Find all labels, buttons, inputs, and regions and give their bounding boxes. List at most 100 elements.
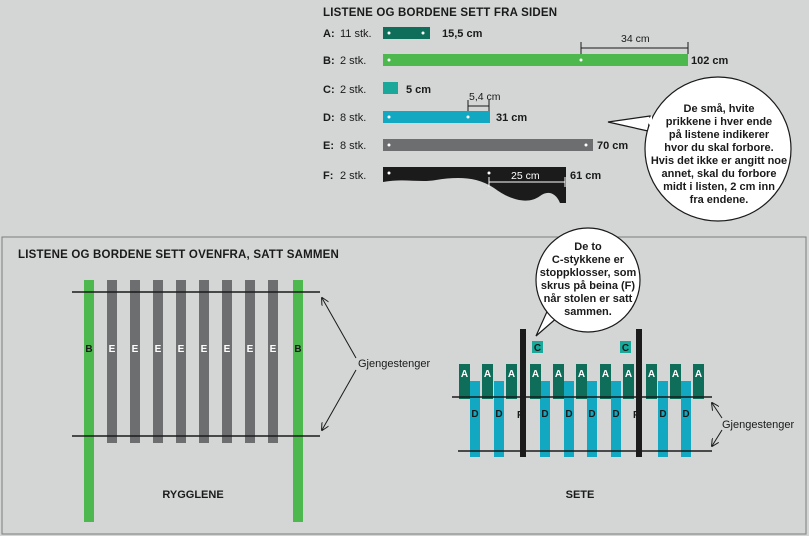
bubble-text-line: hvor du skal forbore.	[664, 142, 773, 154]
seat-d-letter: D	[612, 409, 619, 420]
side-view-title: LISTENE OG BORDENE SETT FRA SIDEN	[323, 7, 557, 19]
seat-a-strip	[576, 364, 587, 399]
part-e-length: 70 cm	[597, 140, 628, 152]
seat-d-strip	[494, 381, 504, 457]
strip-letter: E	[224, 344, 231, 355]
seat-a-strip	[646, 364, 657, 399]
backrest-e-strip	[268, 280, 278, 443]
bubble-text-line: De to	[574, 241, 602, 253]
backrest-assembly: B E E E E E E E E B Gjengestenger RYGGLE…	[72, 280, 430, 522]
part-d-letter: D:	[323, 112, 335, 124]
seat-a-letter: A	[508, 369, 515, 380]
seat-a-letter: A	[625, 369, 632, 380]
bubble-text-line: De små, hvite	[684, 103, 755, 115]
backrest-b-strip	[84, 280, 94, 522]
part-e-strip	[383, 139, 593, 151]
dimension-34cm: 34 cm	[580, 33, 689, 54]
seat-a-letter: A	[648, 369, 655, 380]
seat-d-letter: D	[495, 409, 502, 420]
part-e-quantity: 8 stk.	[340, 140, 366, 152]
bubble-text-line: prikkene i hver ende	[666, 116, 772, 128]
part-row-a: A: 11 stk. 15,5 cm	[323, 27, 483, 40]
drill-hole-dot	[584, 143, 588, 147]
backrest-caption: RYGGLENE	[162, 489, 223, 501]
side-view-section: LISTENE OG BORDENE SETT FRA SIDEN A: 11 …	[323, 7, 792, 222]
pointer-arrow	[322, 369, 357, 430]
seat-a-letter: A	[461, 369, 468, 380]
strip-letter: E	[132, 344, 139, 355]
seat-a-strip	[530, 364, 541, 399]
backrest-e-strip	[176, 280, 186, 443]
seat-f-letter: F	[633, 410, 639, 421]
strip-letter: E	[201, 344, 208, 355]
seat-f-leg	[520, 329, 526, 457]
bubble-text-line: når stolen er satt	[544, 293, 633, 305]
part-c-block	[383, 82, 398, 94]
part-a-length: 15,5 cm	[442, 28, 483, 40]
part-row-d: D: 8 stk. 5,4 cm 31 cm	[323, 91, 527, 124]
seat-a-strip	[600, 364, 611, 399]
threaded-rod-label: Gjengestenger	[358, 358, 430, 370]
dimension-25cm: 25 cm	[488, 170, 566, 187]
top-view-section: LISTENE OG BORDENE SETT OVENFRA, SATT SA…	[1, 227, 807, 535]
dimension-label: 25 cm	[511, 170, 540, 182]
backrest-e-strip	[130, 280, 140, 443]
strip-letter: E	[247, 344, 254, 355]
seat-c-letter: C	[622, 343, 629, 354]
seat-d-letter: D	[682, 409, 689, 420]
part-b-strip	[383, 54, 688, 66]
part-row-e: E: 8 stk. 70 cm	[323, 139, 628, 152]
seat-c-block	[620, 341, 631, 353]
seat-a-letter: A	[602, 369, 609, 380]
part-f-length: 61 cm	[570, 170, 601, 182]
backrest-e-strip	[153, 280, 163, 443]
bubble-text-line: på listene indikerer	[669, 129, 770, 141]
strip-letter: E	[155, 344, 162, 355]
bubble-text-line: fra endene.	[690, 194, 749, 206]
bubble-text-line: sammen.	[564, 306, 612, 318]
drill-hole-dot	[421, 31, 425, 35]
part-c-letter: C:	[323, 84, 335, 96]
seat-a-letter: A	[484, 369, 491, 380]
seat-a-strip	[482, 364, 493, 399]
seat-d-strip	[658, 381, 668, 457]
bubble-text-line: C-stykkene er	[552, 254, 625, 266]
pointer-arrow	[322, 298, 357, 359]
part-a-quantity: 11 stk.	[340, 28, 372, 40]
bubble-text-line: Hvis det ikke er angitt noe	[651, 155, 787, 167]
pointer-arrow	[712, 403, 723, 419]
seat-a-strip	[670, 364, 681, 399]
seat-a-letter: A	[695, 369, 702, 380]
top-view-title: LISTENE OG BORDENE SETT OVENFRA, SATT SA…	[18, 249, 339, 261]
seat-d-letter: D	[659, 409, 666, 420]
bubble-text-line: annet, skal du forbore	[662, 168, 777, 180]
backrest-e-strip	[107, 280, 117, 443]
part-a-strip	[383, 27, 430, 39]
strip-letter: E	[178, 344, 185, 355]
drill-hole-dot	[387, 115, 391, 119]
seat-d-letter: D	[541, 409, 548, 420]
seat-d-strip	[470, 381, 480, 457]
seat-d-strip	[611, 381, 621, 457]
seat-a-letter: A	[672, 369, 679, 380]
drill-hole-dot	[387, 143, 391, 147]
dimension-label: 34 cm	[621, 33, 650, 45]
pointer-arrow	[712, 429, 723, 446]
drill-hole-dot	[466, 115, 470, 119]
drill-hole-dot	[487, 171, 491, 175]
part-d-strip	[383, 111, 490, 123]
part-b-length: 102 cm	[691, 55, 729, 67]
part-d-length: 31 cm	[496, 112, 527, 124]
backrest-e-strip	[245, 280, 255, 443]
part-c-length: 5 cm	[406, 84, 431, 96]
seat-a-letter: A	[555, 369, 562, 380]
seat-c-letter: C	[534, 343, 541, 354]
part-f-letter: F:	[323, 170, 333, 182]
stopper-info-bubble: De to C-stykkene er stoppklosser, som sk…	[535, 227, 641, 337]
strip-letter: E	[270, 344, 277, 355]
seat-d-strip	[564, 381, 574, 457]
part-b-letter: B:	[323, 55, 335, 67]
part-f-leg-profile	[383, 167, 566, 203]
